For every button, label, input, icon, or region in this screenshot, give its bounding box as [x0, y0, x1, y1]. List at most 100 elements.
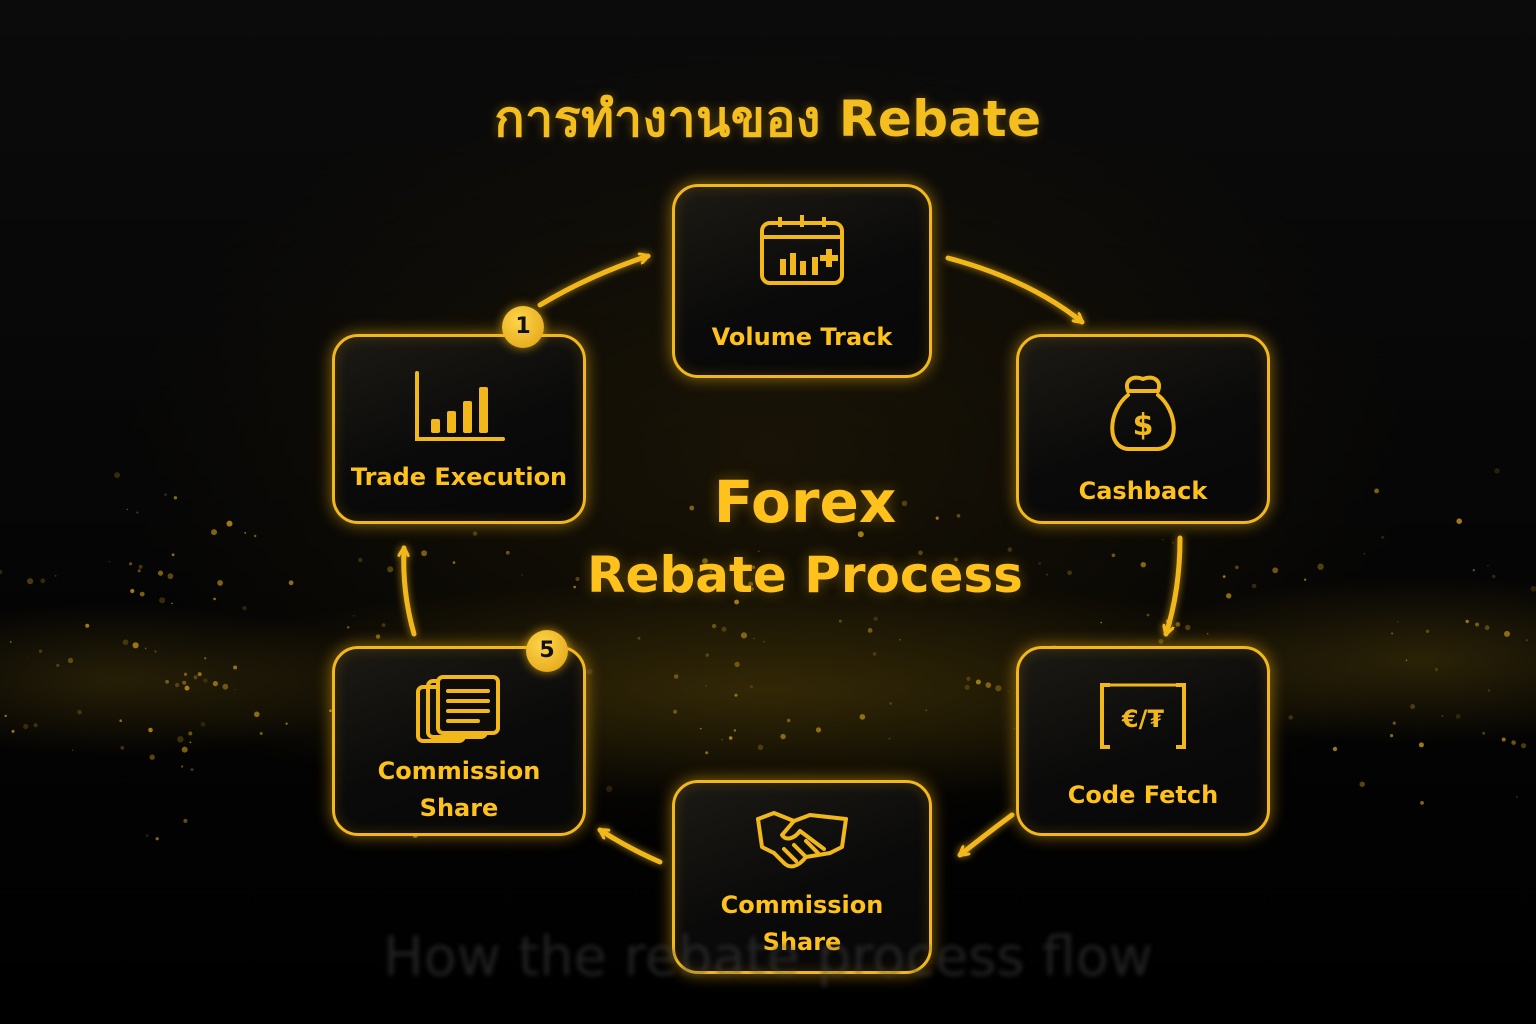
node-commission-share-left[interactable]: Commission Share: [332, 646, 586, 836]
sparkle-particle: [1046, 573, 1048, 576]
sparkle-particle: [1441, 715, 1444, 717]
sparkle-particle: [1288, 715, 1293, 720]
node-label-line1: Commission: [377, 757, 541, 785]
sparkle-particle: [288, 580, 294, 586]
node-commission-share-bottom[interactable]: Commission Share: [672, 780, 932, 974]
sparkle-particle: [1207, 633, 1209, 635]
sparkle-particle: [1185, 624, 1191, 631]
node-label: Trade Execution: [350, 463, 568, 491]
node-cashback[interactable]: $ Cashback: [1016, 334, 1270, 524]
sparkle-particle: [23, 723, 29, 730]
sparkle-particle: [1475, 622, 1480, 627]
sparkle-particle: [114, 472, 120, 478]
sparkle-particle: [38, 649, 43, 653]
sparkle-particle: [126, 508, 128, 511]
sparkle-particle: [203, 678, 208, 683]
sparkle-particle: [728, 736, 733, 740]
sparkle-particle: [1374, 488, 1379, 494]
sparkle-particle: [242, 606, 247, 611]
sparkle-particle: [749, 685, 754, 689]
sparkle-particle: [705, 653, 709, 657]
sparkle-particle: [521, 574, 523, 576]
node-code-fetch[interactable]: €/₮ Code Fetch: [1016, 646, 1270, 836]
sparkle-particle: [1100, 621, 1102, 624]
center-title-forex: Forex: [713, 468, 897, 536]
sparkle-particle: [33, 723, 38, 728]
sparkle-particle: [1146, 613, 1150, 617]
sparkle-particle: [964, 684, 970, 690]
sparkle-particle: [1434, 667, 1439, 672]
sparkle-particle: [721, 738, 723, 741]
sparkle-particle: [1303, 578, 1307, 581]
sparkle-particle: [108, 561, 110, 563]
sparkle-particle: [872, 652, 877, 656]
node-label-line2: Share: [419, 794, 499, 822]
sparkle-particle: [148, 727, 153, 733]
arrow-trade-to-volume: [537, 256, 651, 308]
sparkle-particle: [812, 584, 814, 587]
sparkle-particle: [159, 597, 166, 604]
sparkle-particle: [1175, 622, 1181, 627]
sparkle-particle: [1456, 518, 1462, 524]
sparkle-particle: [639, 565, 644, 570]
sparkle-particle: [1410, 704, 1416, 710]
sparkle-particle: [673, 674, 679, 679]
arrow-commission-left-to-trade: [404, 545, 417, 637]
sparkle-particle: [917, 586, 922, 590]
sparkle-particle: [190, 768, 194, 771]
sparkle-particle: [119, 719, 122, 722]
watermark-text: How the rebate process flow: [383, 925, 1153, 988]
node-volume-track[interactable]: Volume Track: [672, 184, 932, 378]
sparkle-particle: [145, 834, 149, 837]
sparkle-particle: [573, 585, 576, 589]
sparkle-particle: [586, 668, 593, 675]
sparkle-particle: [352, 614, 355, 617]
center-title-rebate-process: Rebate Process: [587, 546, 1023, 604]
sparkle-particle: [689, 505, 695, 511]
sparkle-particle: [1501, 737, 1506, 742]
sparkle-particle: [637, 636, 641, 640]
sparkle-particle: [1381, 535, 1385, 539]
sparkle-particle: [182, 680, 187, 685]
arrow-cashback-to-codefetch: [1166, 535, 1183, 637]
node-trade-execution[interactable]: Trade Execution: [332, 334, 586, 524]
sparkle-particle: [259, 732, 263, 735]
sparkle-particle: [254, 534, 257, 538]
sparkle-particle: [838, 619, 842, 623]
sparkle-particle: [954, 557, 958, 562]
sparkle-particle: [1111, 553, 1116, 558]
sparkle-particle: [1162, 539, 1164, 541]
sparkle-particle: [211, 529, 217, 536]
sparkle-particle: [56, 663, 60, 668]
sparkle-particle: [1482, 731, 1486, 735]
sparkle-particle: [136, 511, 139, 514]
sparkle-particle: [705, 685, 707, 687]
sparkle-particle: [77, 709, 82, 715]
sparkle-particle: [149, 754, 155, 760]
sparkle-particle: [1251, 583, 1257, 589]
sparkle-particle: [72, 749, 74, 751]
sparkle-particle: [155, 837, 159, 841]
sparkle-particle: [1504, 630, 1510, 637]
sparkle-particle: [1484, 625, 1490, 631]
sparkle-particle: [751, 565, 756, 569]
sparkle-particle: [762, 640, 766, 643]
sparkle-particle: [702, 558, 708, 564]
sparkle-particle: [1222, 575, 1226, 578]
sparkle-particle: [738, 579, 743, 584]
sparkle-particle: [748, 581, 754, 587]
sparkle-particle: [165, 679, 170, 684]
sparkle-particle: [381, 623, 386, 627]
sparkle-particle: [1013, 727, 1016, 730]
sparkle-particle: [10, 641, 12, 643]
sparkle-particle: [1472, 569, 1475, 572]
sparkle-particle: [144, 647, 147, 650]
sparkle-particle: [709, 570, 712, 573]
step-badge-5: 5: [526, 630, 568, 672]
sparkle-particle: [1530, 585, 1536, 592]
sparkle-particle: [181, 765, 184, 768]
sparkle-particle: [346, 626, 350, 629]
sparkle-particle: [120, 746, 125, 750]
sparkle-particle: [197, 672, 202, 677]
